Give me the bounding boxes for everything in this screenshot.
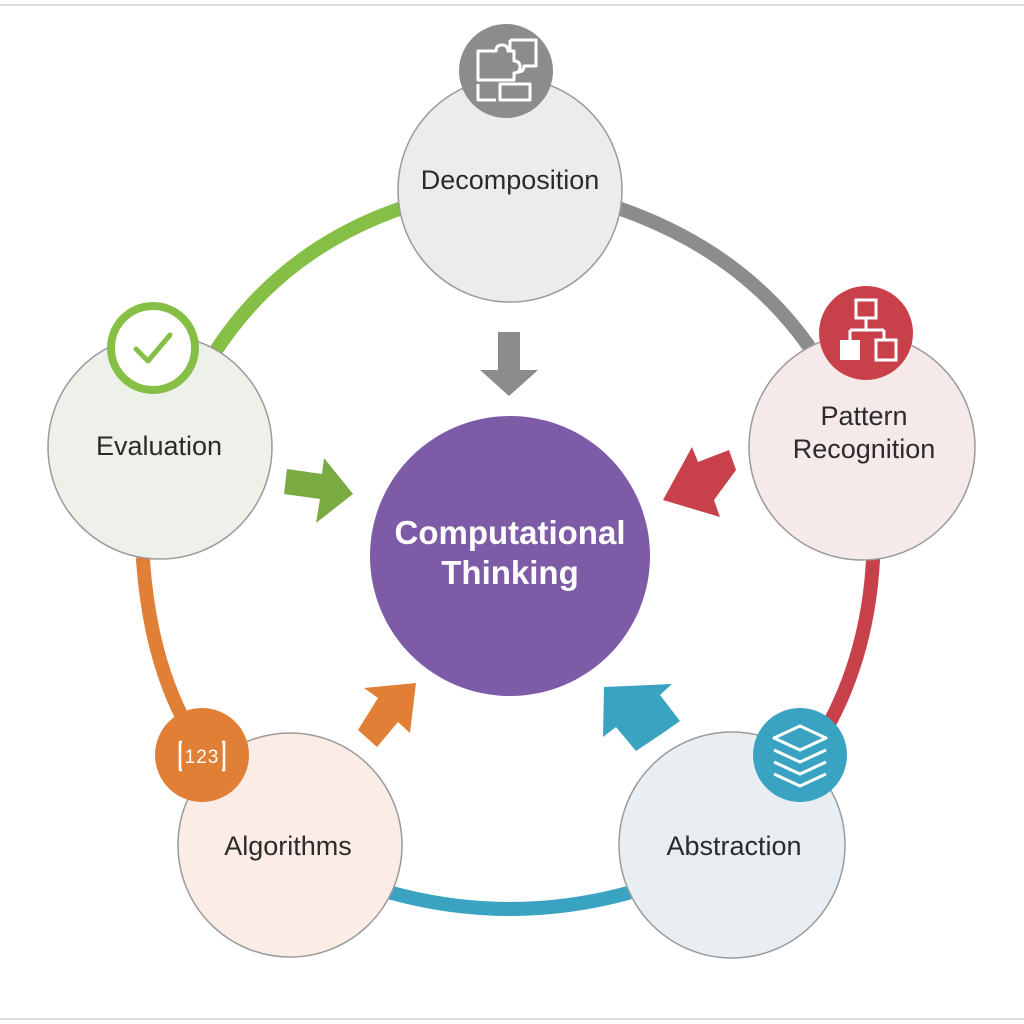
arrow-from-abstraction bbox=[603, 684, 680, 751]
decomposition-label: Decomposition bbox=[421, 165, 600, 195]
puzzle-icon bbox=[459, 24, 553, 118]
arrow-from-pattern bbox=[663, 447, 736, 517]
layers-icon bbox=[753, 708, 847, 802]
arrow-from-decomposition bbox=[480, 332, 538, 396]
algorithms-label: Algorithms bbox=[224, 831, 352, 861]
numbers-icon-text: 123 bbox=[185, 747, 220, 768]
center-title-line2: Thinking bbox=[441, 554, 578, 591]
checkmark-icon bbox=[107, 302, 199, 394]
connector-pattern-abstraction bbox=[823, 553, 880, 729]
top-border bbox=[0, 4, 1024, 6]
arrow-from-algorithms bbox=[358, 683, 416, 747]
connector-algorithms-evaluation bbox=[136, 553, 195, 735]
evaluation-label: Evaluation bbox=[96, 431, 222, 461]
bottom-border bbox=[0, 1018, 1024, 1020]
abstraction-label: Abstraction bbox=[666, 831, 801, 861]
center-title-line1: Computational bbox=[395, 514, 626, 551]
flowchart-icon bbox=[819, 286, 913, 380]
connector-abstraction-algorithms bbox=[385, 886, 635, 916]
connector-decomposition-pattern bbox=[611, 201, 815, 352]
pattern-recognition-label-line1: Pattern bbox=[820, 401, 907, 431]
arrow-from-evaluation bbox=[284, 458, 353, 523]
center-circle bbox=[370, 416, 650, 696]
numbers-icon: 123 bbox=[155, 708, 249, 802]
connector-evaluation-decomposition bbox=[206, 201, 409, 362]
pattern-recognition-label-line2: Recognition bbox=[793, 434, 936, 464]
